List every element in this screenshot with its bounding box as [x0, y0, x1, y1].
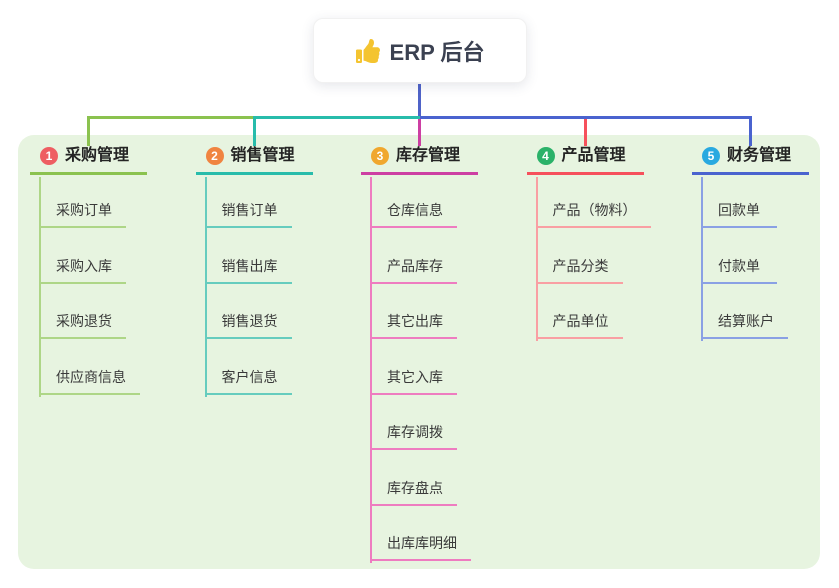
child-node-产品单位[interactable]: 产品单位	[535, 311, 623, 339]
child-node-出库库明细[interactable]: 出库库明细	[370, 533, 471, 561]
branch-label: 采购管理	[65, 147, 130, 164]
branch-node-财务管理[interactable]: 5 财务管理	[692, 146, 809, 175]
child-node-仓库信息[interactable]: 仓库信息	[370, 200, 457, 228]
child-node-其它出库[interactable]: 其它出库	[370, 311, 457, 339]
branch-label: 财务管理	[727, 147, 792, 164]
bus-segment	[419, 116, 752, 119]
thumbs-up-icon	[355, 38, 380, 63]
branch-number-badge: 5	[702, 147, 720, 165]
child-node-销售订单[interactable]: 销售订单	[204, 200, 292, 228]
branch-drop-line	[418, 119, 421, 146]
branch-node-产品管理[interactable]: 4 产品管理	[526, 146, 644, 175]
child-node-采购订单[interactable]: 采购订单	[39, 200, 126, 228]
bus-segment	[254, 116, 420, 119]
root-connector-line	[418, 84, 421, 119]
child-node-库存盘点[interactable]: 库存盘点	[370, 478, 457, 506]
branch-label: 产品管理	[561, 147, 626, 164]
branch-drop-line	[252, 116, 256, 146]
branch-number-badge: 2	[205, 147, 224, 165]
branch-node-采购管理[interactable]: 1 采购管理	[30, 146, 147, 175]
child-node-库存调拨[interactable]: 库存调拨	[370, 422, 457, 450]
child-node-产品库存[interactable]: 产品库存	[370, 256, 457, 284]
branch-drop-line	[583, 119, 587, 146]
child-node-其它入库[interactable]: 其它入库	[370, 367, 457, 395]
child-trunk-line	[39, 177, 41, 397]
child-trunk-line	[204, 177, 207, 397]
child-node-销售出库[interactable]: 销售出库	[204, 256, 292, 284]
child-node-供应商信息[interactable]: 供应商信息	[39, 367, 140, 395]
branch-node-库存管理[interactable]: 3 库存管理	[361, 146, 478, 175]
child-trunk-line	[701, 177, 703, 341]
child-node-回款单[interactable]: 回款单	[701, 200, 777, 228]
branch-drop-line	[87, 116, 90, 146]
child-trunk-line	[535, 177, 538, 341]
root-node[interactable]: ERP 后台	[313, 18, 527, 83]
child-node-客户信息[interactable]: 客户信息	[204, 367, 292, 395]
child-node-采购退货[interactable]: 采购退货	[39, 311, 126, 339]
branch-label: 库存管理	[396, 147, 461, 164]
child-node-采购入库[interactable]: 采购入库	[39, 256, 126, 284]
branch-node-销售管理[interactable]: 2 销售管理	[195, 146, 313, 175]
branch-number-badge: 4	[536, 147, 555, 165]
branch-number-badge: 3	[371, 147, 389, 165]
branch-number-badge: 1	[40, 147, 58, 165]
child-node-付款单[interactable]: 付款单	[701, 256, 777, 284]
branches-panel	[18, 135, 820, 569]
bus-segment	[87, 116, 254, 119]
root-title: ERP 后台	[389, 39, 485, 65]
branch-drop-line	[749, 116, 752, 146]
child-node-结算账户[interactable]: 结算账户	[701, 311, 788, 339]
branch-label: 销售管理	[230, 147, 295, 164]
child-node-销售退货[interactable]: 销售退货	[204, 311, 292, 339]
child-node-产品（物料）[interactable]: 产品（物料）	[535, 200, 651, 228]
child-node-产品分类[interactable]: 产品分类	[535, 256, 623, 284]
child-trunk-line	[370, 177, 372, 563]
